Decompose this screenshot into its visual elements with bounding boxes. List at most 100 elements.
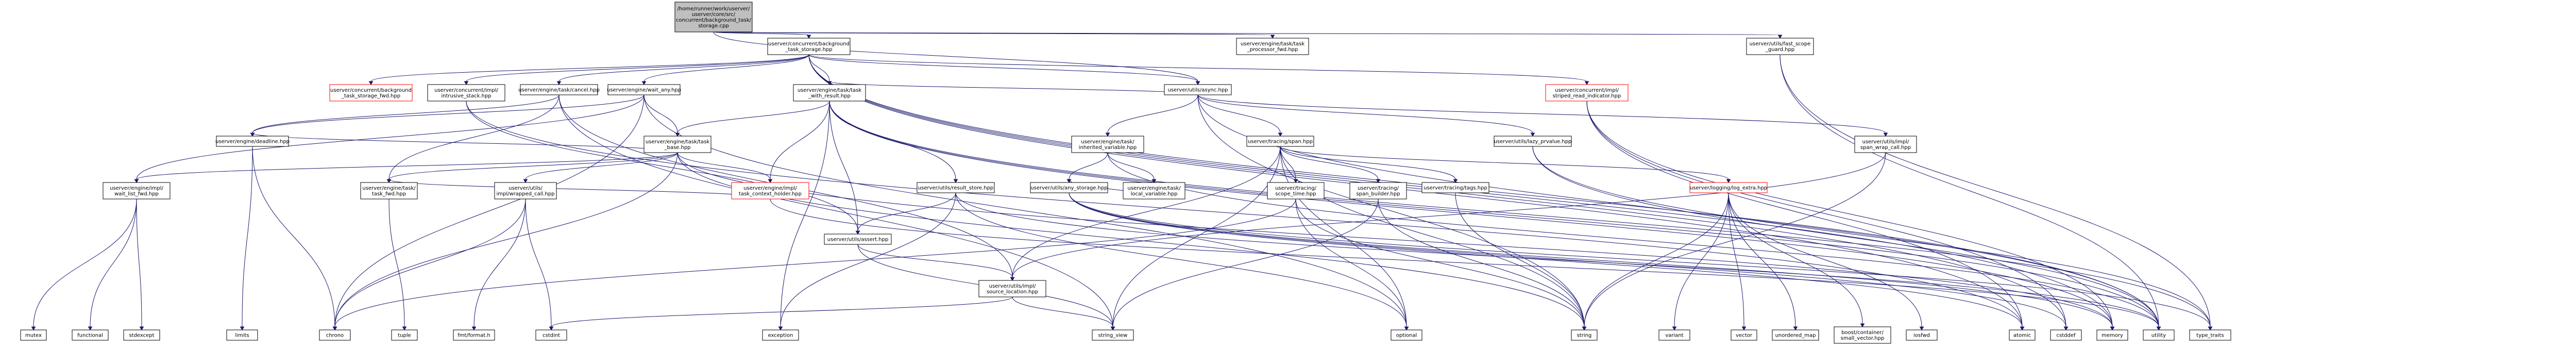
edge-n_span_builder-to-n_string	[1378, 198, 1587, 330]
node-exception: exception	[762, 329, 799, 341]
node-source[interactable]: userver/utils/impl/source_location.hpp	[978, 280, 1046, 297]
edge-root-to-n_tp	[713, 31, 1275, 39]
edge-n_deadline-to-n_limits	[240, 146, 253, 330]
edge-n_bts-to-n_utils_async	[808, 54, 1200, 85]
node-impl-wait[interactable]: userver/engine/impl/wait_list_fwd.hpp	[103, 182, 171, 200]
edge-n_impl_wait-to-n_mutex	[31, 198, 137, 330]
edge-n_task-to-n_task_base	[675, 101, 830, 137]
node-bts[interactable]: userver/concurrent/background_task_stora…	[767, 38, 851, 55]
node-wq[interactable]: userver/engine/wait_any.hpp	[607, 84, 681, 95]
edge-n_utils_async-to-n_lazy	[1197, 94, 1535, 137]
edge-n_utils_async-to-n_span	[1197, 94, 1283, 137]
node-clock[interactable]: userver/utils/impl/wrapped_call.hpp	[494, 182, 557, 200]
node-label-line: userver/concurrent/impl/	[1555, 88, 1619, 93]
edge-n_span-to-n_span_builder	[1280, 146, 1381, 183]
node-deadline[interactable]: userver/engine/deadline.hpp	[215, 136, 290, 147]
node-label-line: optional	[1396, 333, 1417, 339]
node-label-line: userver/utils/assert.hpp	[827, 237, 889, 243]
node-impl[interactable]: userver/concurrent/impl/intrusive_stack.…	[427, 84, 505, 102]
node-variant: variant	[1658, 329, 1690, 341]
node-label-line: source_location.hpp	[987, 289, 1038, 295]
edge-n_wrapped-to-n_source	[1010, 152, 1886, 281]
node-log[interactable]: userver/logging/log_extra.hpp	[1689, 182, 1768, 193]
node-label-line: vector	[1736, 333, 1753, 339]
node-label-line: userver/concurrent/background	[330, 88, 412, 93]
node-string: string	[1571, 329, 1598, 341]
node-label-line: _with_result.hpp	[808, 93, 851, 99]
node-span[interactable]: userver/tracing/span.hpp	[1246, 136, 1314, 147]
edge-n_task_fwd-to-n_tuple	[388, 198, 407, 330]
node-label-line: striped_read_indicator.hpp	[1553, 93, 1621, 99]
node-label-line: userver/engine/task/	[1081, 139, 1134, 145]
node-label-line: limits	[235, 333, 249, 339]
node-boost: boost/container/small_vector.hpp	[1834, 326, 1891, 344]
node-label-line: userver/engine/task/	[362, 186, 416, 191]
node-span-builder[interactable]: userver/tracing/span_builder.hpp	[1349, 182, 1407, 200]
edge-n_impl_wait-to-n_functional	[88, 198, 137, 330]
node-label-line: storage.cpp	[698, 23, 728, 29]
node-task[interactable]: userver/engine/task/task_with_result.hpp	[793, 84, 866, 102]
node-label-line: userver/concurrent/background	[768, 41, 850, 47]
edge-n_task_inh-to-n_task_info	[1107, 152, 1157, 183]
node-any-storage[interactable]: userver/utils/any_storage.hpp	[1030, 182, 1108, 193]
edge-n_task-to-n_result	[829, 101, 958, 183]
edge-n_task-to-n_impl_tc	[768, 101, 830, 183]
node-label-line: local_variable.hpp	[1131, 191, 1178, 197]
node-scope-time[interactable]: userver/tracing/scope_time.hpp	[1267, 182, 1325, 200]
node-tp[interactable]: userver/engine/task/task_processor_fwd.h…	[1236, 38, 1309, 55]
node-label-line: impl/wrapped_call.hpp	[496, 191, 554, 197]
node-label-line: fmt/format.h	[457, 333, 490, 339]
node-label-line: inherited_variable.hpp	[1079, 145, 1137, 151]
node-label-line: userver/utils/impl/	[1862, 139, 1909, 145]
node-assert[interactable]: userver/utils/assert.hpp	[824, 234, 892, 245]
edge-n_span_builder-to-n_string_view	[1110, 198, 1379, 330]
edge-n_scope_time-to-n_chrono	[332, 198, 1296, 330]
node-root[interactable]: /home/runner/work/userver/userver/core/s…	[674, 2, 753, 32]
node-label-line: unordered_map	[1775, 333, 1816, 339]
edge-n_source-to-n_cstdint	[549, 296, 1013, 330]
node-bg-fwd[interactable]: userver/concurrent/background_task_stora…	[329, 84, 413, 102]
edge-n_any_storage-to-n_type_traits	[1069, 192, 2213, 330]
edge-n_result-to-n_exception	[778, 192, 956, 330]
edge-root-to-n_bts	[713, 31, 811, 39]
node-label-line: userver/utils/fast_scope	[1750, 41, 1811, 47]
node-task-base[interactable]: userver/engine/task/task_base.hpp	[643, 136, 711, 153]
node-fmt: fmt/format.h	[453, 329, 495, 341]
edge-n_impl_tc-to-n_task_fwd	[386, 179, 771, 200]
edge-n_result-to-n_utility	[955, 192, 2161, 330]
node-task-info[interactable]: userver/engine/task/local_variable.hpp	[1123, 182, 1185, 200]
node-result[interactable]: userver/utils/result_store.hpp	[917, 182, 995, 193]
node-fast-scope[interactable]: userver/utils/fast_scope_guard.hpp	[1746, 38, 1814, 55]
node-task-inh[interactable]: userver/engine/task/inherited_variable.h…	[1071, 136, 1144, 153]
node-label-line: userver/engine/task/cancel.hpp	[518, 88, 600, 93]
node-label-line: iosfwd	[1913, 333, 1930, 339]
node-label-line: userver/core/src/	[692, 12, 736, 18]
node-label-line: userver/engine/wait_any.hpp	[607, 88, 681, 93]
node-utils-async[interactable]: userver/utils/async.hpp	[1164, 84, 1232, 95]
node-label-line: userver/utils/result_store.hpp	[918, 186, 994, 191]
node-wrapped[interactable]: userver/utils/impl/span_wrap_call.hpp	[1854, 136, 1917, 153]
node-impl-tc[interactable]: userver/engine/impl/task_context_holder.…	[731, 182, 809, 200]
node-label-line: boost/container/	[1841, 330, 1884, 336]
edge-n_utils_async-to-n_task	[827, 81, 1198, 95]
node-task-fwd[interactable]: userver/engine/task/task_fwd.hpp	[360, 182, 418, 200]
edge-n_assert-to-n_source	[857, 244, 1015, 281]
node-lazy[interactable]: userver/utils/lazy_prvalue.hpp	[1494, 136, 1572, 147]
node-label-line: userver/engine/task/task	[798, 88, 862, 93]
node-tags[interactable]: userver/tracing/tags.hpp	[1421, 182, 1489, 193]
edge-n_log-to-n_unordered	[1728, 192, 1798, 330]
node-label-line: chrono	[326, 333, 344, 339]
node-label-line: _base.hpp	[664, 145, 690, 151]
node-counter[interactable]: userver/concurrent/impl/striped_read_ind…	[1545, 84, 1629, 102]
node-label-line: exception	[768, 333, 793, 339]
node-label-line: task_fwd.hpp	[372, 191, 406, 197]
node-label-line: userver/utils/impl/	[989, 284, 1036, 289]
edge-root-to-n_fast_scope	[713, 31, 1783, 39]
edge-n_span-to-n_string	[1280, 146, 1587, 330]
edge-n_any_storage-to-n_cstddef	[1069, 192, 2069, 330]
node-cancel[interactable]: userver/engine/task/cancel.hpp	[518, 84, 600, 95]
node-memory: memory	[2096, 329, 2128, 341]
edge-n_any_storage-to-n_atomic	[1069, 192, 2025, 330]
node-cstddef: cstddef	[2050, 329, 2082, 341]
node-label-line: intrusive_stack.hpp	[441, 93, 491, 99]
